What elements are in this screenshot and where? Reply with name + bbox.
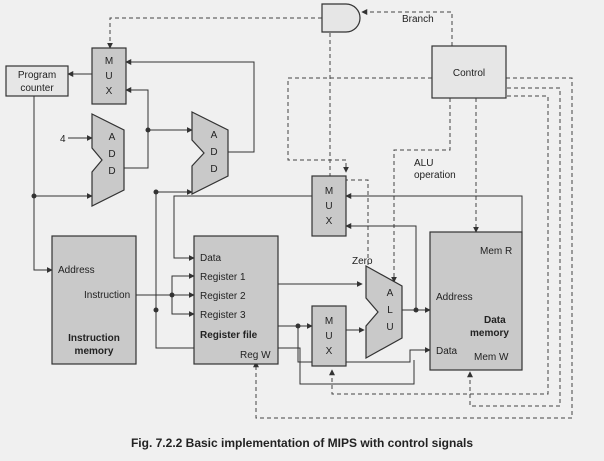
branch-label: Branch bbox=[402, 14, 434, 25]
svg-text:Register 3: Register 3 bbox=[200, 310, 246, 321]
svg-text:counter: counter bbox=[20, 83, 54, 94]
program-counter: Program counter bbox=[5, 65, 69, 97]
svg-text:U: U bbox=[386, 322, 393, 333]
zero-label: Zero bbox=[352, 256, 373, 267]
svg-text:Register 1: Register 1 bbox=[200, 272, 246, 283]
svg-text:Mem R: Mem R bbox=[480, 246, 512, 257]
alu-operation-label-2: operation bbox=[414, 170, 456, 181]
svg-text:A: A bbox=[211, 130, 218, 141]
data-memory: Mem R Address Data memory Data Mem W bbox=[429, 231, 523, 371]
svg-text:M: M bbox=[325, 316, 333, 327]
svg-text:D: D bbox=[210, 164, 217, 175]
junction-dots bbox=[31, 127, 419, 329]
svg-text:Mem W: Mem W bbox=[474, 352, 509, 363]
constant-four: 4 bbox=[60, 134, 66, 145]
and-gate bbox=[321, 3, 361, 33]
mux-lower: M U X bbox=[311, 305, 347, 367]
adder-branch: A D D bbox=[191, 111, 229, 195]
mux-top: M U X bbox=[91, 47, 127, 105]
svg-text:M: M bbox=[105, 56, 113, 67]
svg-text:X: X bbox=[326, 346, 333, 357]
svg-text:Instruction: Instruction bbox=[68, 333, 120, 344]
svg-text:M: M bbox=[325, 186, 333, 197]
alu-operation-label-1: ALU bbox=[414, 158, 433, 169]
svg-text:X: X bbox=[326, 216, 333, 227]
svg-text:D: D bbox=[108, 149, 115, 160]
svg-text:A: A bbox=[109, 132, 116, 143]
svg-text:Address: Address bbox=[58, 265, 95, 276]
instruction-memory: Address Instruction Instruction memory bbox=[51, 235, 137, 365]
svg-text:Control: Control bbox=[453, 68, 485, 79]
svg-text:Reg W: Reg W bbox=[240, 350, 271, 361]
figure-caption: Fig. 7.2.2 Basic implementation of MIPS … bbox=[131, 436, 473, 450]
svg-text:L: L bbox=[387, 305, 393, 316]
adder-pc: A D D bbox=[91, 113, 125, 207]
svg-text:U: U bbox=[105, 71, 112, 82]
mux-middle: M U X bbox=[311, 175, 347, 237]
svg-text:D: D bbox=[210, 147, 217, 158]
svg-text:U: U bbox=[325, 331, 332, 342]
alu: A L U bbox=[365, 264, 403, 360]
svg-text:A: A bbox=[387, 288, 394, 299]
svg-text:Register 2: Register 2 bbox=[200, 291, 246, 302]
svg-text:Data: Data bbox=[484, 315, 506, 326]
control-unit: Control bbox=[431, 45, 507, 99]
svg-text:Data: Data bbox=[200, 253, 222, 264]
svg-text:X: X bbox=[106, 86, 113, 97]
svg-text:Instruction: Instruction bbox=[84, 290, 130, 301]
svg-text:memory: memory bbox=[75, 346, 114, 357]
svg-text:memory: memory bbox=[470, 328, 509, 339]
svg-text:U: U bbox=[325, 201, 332, 212]
svg-text:D: D bbox=[108, 166, 115, 177]
svg-text:Register file: Register file bbox=[200, 330, 258, 341]
svg-text:Address: Address bbox=[436, 292, 473, 303]
svg-text:Program: Program bbox=[18, 70, 56, 81]
svg-text:Data: Data bbox=[436, 346, 458, 357]
register-file: Data Register 1 Register 2 Register 3 Re… bbox=[193, 235, 279, 365]
control-signal-lines bbox=[107, 9, 573, 419]
